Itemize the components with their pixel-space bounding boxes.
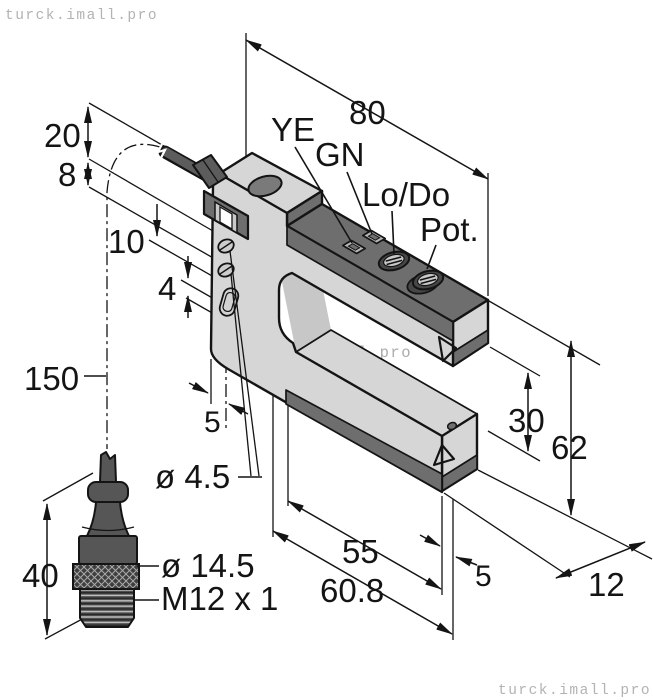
light-dark-pot <box>377 250 411 272</box>
center-lines <box>106 143 227 449</box>
emitter-triangle-icon <box>437 335 458 363</box>
dim-80-line <box>245 39 489 180</box>
yellow-led <box>341 239 367 255</box>
label-lodo: Lo/Do <box>362 176 450 213</box>
watermark-bottom-right: turck.imall.pro <box>498 683 651 699</box>
dim-40: 40 <box>22 557 59 594</box>
dim-12: 12 <box>588 566 625 603</box>
receiver-triangle-icon <box>432 443 456 467</box>
label-ye: YE <box>271 111 315 148</box>
gn-leader <box>346 171 373 235</box>
dim-5-right-arrow-b <box>455 556 478 567</box>
cable-gland <box>192 154 228 189</box>
label-pot: Pot. <box>420 211 479 248</box>
watermark-top-left: turck.imall.pro <box>5 8 158 24</box>
dim-30: 30 <box>508 402 545 439</box>
dimension-lines <box>43 39 646 636</box>
dim-4: 4 <box>158 270 176 307</box>
dia45-leader-1 <box>229 250 260 477</box>
dim-60-8: 60.8 <box>320 572 384 609</box>
lodo-leader <box>391 210 395 255</box>
mounting-screw-2 <box>217 262 235 278</box>
connector-barrel <box>78 535 138 565</box>
dim-mounting-hole-dia: ø 4.5 <box>155 458 230 495</box>
dim-5-right: 5 <box>475 560 492 593</box>
m12-connector <box>72 451 140 628</box>
dim-12-line <box>555 541 646 579</box>
labels: 80 20 8 10 4 150 ø 4.5 5 40 ø 14.5 M12 x… <box>22 94 625 617</box>
cable-centerline <box>106 143 161 449</box>
receiver-dot <box>446 421 458 431</box>
dim-5-left-arrow-a <box>188 382 209 394</box>
dim-8: 8 <box>58 156 76 193</box>
gain-pot <box>406 269 445 295</box>
dim-62: 62 <box>551 429 588 466</box>
bottom-arm-front-strip <box>285 389 443 493</box>
cable-break-mark <box>155 143 168 159</box>
dim-80: 80 <box>349 94 386 131</box>
gland-collar-line <box>202 159 219 183</box>
connector-ring-line <box>81 526 135 532</box>
leader-lines <box>84 146 437 601</box>
top-arm-front-strip <box>286 225 454 342</box>
front-panel-window <box>219 205 233 231</box>
ye-leader <box>294 146 353 244</box>
dim-5-right-arrow-a <box>419 534 441 547</box>
mounting-screw-1 <box>217 238 235 254</box>
cable-assembly <box>155 143 228 189</box>
pot-leader <box>426 244 437 270</box>
connector-knob <box>87 481 129 503</box>
dim-20: 20 <box>44 117 81 154</box>
dim-55: 55 <box>342 533 379 570</box>
dim-thread: M12 x 1 <box>161 580 278 617</box>
dim-150: 150 <box>24 360 79 397</box>
dim-60-8-line <box>272 530 453 635</box>
dim-connector-dia: ø 14.5 <box>161 547 255 584</box>
label-gn: GN <box>315 136 365 173</box>
dim-5-left: 5 <box>204 406 221 439</box>
connector-knurled-nut <box>72 563 140 590</box>
connector-cable-stub <box>99 451 117 483</box>
dia45-leader-2 <box>230 273 252 477</box>
green-led <box>361 229 387 245</box>
connector-thread <box>79 588 135 628</box>
dim-10: 10 <box>108 223 145 260</box>
